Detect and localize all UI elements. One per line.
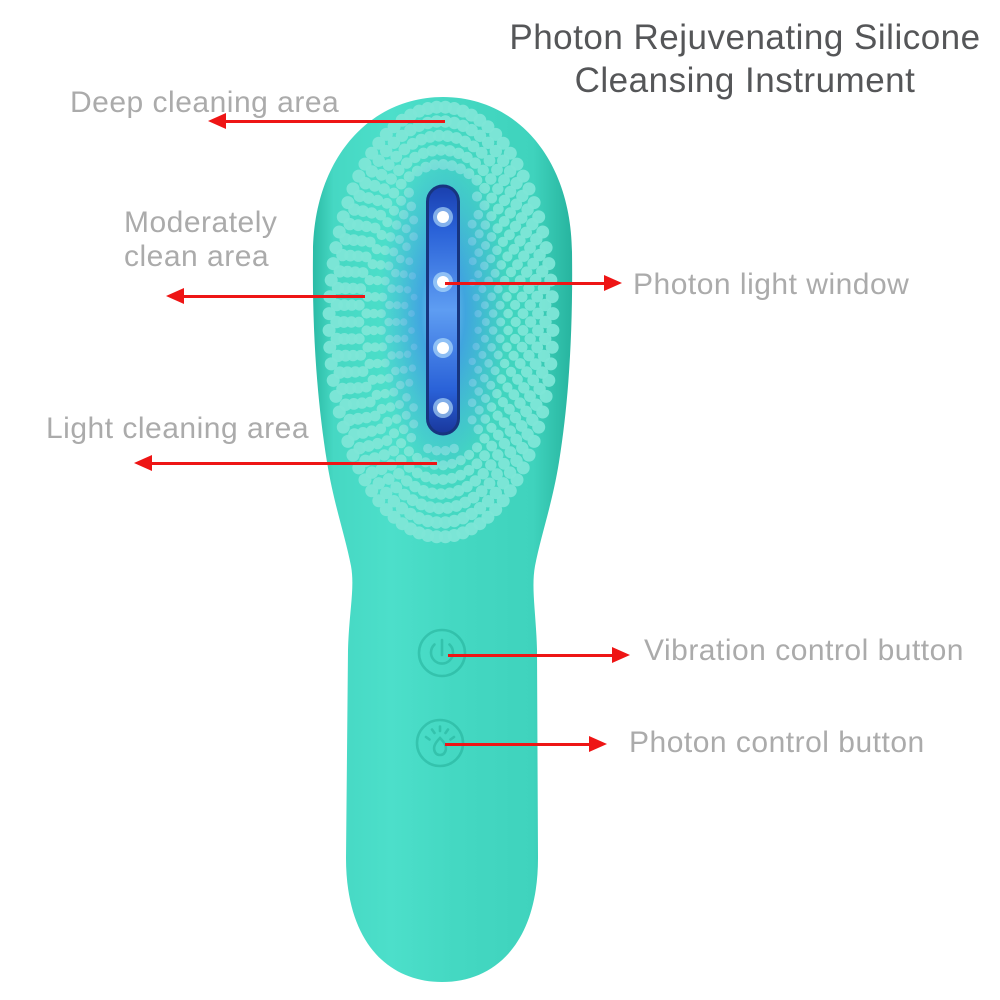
led-1: [433, 207, 453, 227]
arrow-line: [181, 294, 365, 298]
arrow-line: [223, 119, 445, 123]
arrow-vibration-control-button: [448, 647, 630, 663]
photon-light-window: [426, 184, 460, 436]
arrow-line: [445, 742, 592, 746]
light-bulb-icon: [424, 725, 456, 757]
arrow-line: [149, 461, 437, 465]
arrow-line: [448, 653, 615, 657]
arrow-head-right-icon: [589, 736, 607, 752]
vibration-control-button: [417, 628, 467, 678]
label-moderate-line-1: Moderately: [124, 206, 278, 239]
title-line-1: Photon Rejuvenating Silicone: [509, 18, 981, 57]
arrow-photon-control-button: [445, 736, 607, 752]
arrow-head-right-icon: [604, 275, 622, 291]
arrow-head-right-icon: [612, 647, 630, 663]
led-2: [433, 272, 453, 292]
arrow-deep-cleaning-area: [208, 113, 445, 129]
label-photon-control-button: Photon control button: [629, 726, 925, 759]
arrow-light-cleaning-area: [134, 455, 437, 471]
label-deep-cleaning-area: Deep cleaning area: [70, 86, 340, 119]
arrow-head-left-icon: [208, 113, 226, 129]
page-title: Photon Rejuvenating Silicone Cleansing I…: [490, 16, 1000, 102]
led-lights: [433, 207, 453, 418]
label-photon-light-window: Photon light window: [633, 268, 910, 301]
power-icon: [429, 638, 455, 665]
arrow-moderately-clean-area: [166, 288, 365, 304]
led-4: [433, 398, 453, 418]
label-light-cleaning-area: Light cleaning area: [46, 412, 310, 445]
arrow-head-left-icon: [166, 288, 184, 304]
label-vibration-control-button: Vibration control button: [644, 634, 964, 667]
arrow-line: [445, 281, 607, 285]
label-moderately-clean-area: Moderately clean area: [124, 206, 344, 274]
label-moderate-line-2: clean area: [124, 240, 270, 273]
led-3: [433, 338, 453, 358]
arrow-photon-light-window: [445, 275, 622, 291]
arrow-head-left-icon: [134, 455, 152, 471]
title-line-2: Cleansing Instrument: [574, 61, 916, 100]
